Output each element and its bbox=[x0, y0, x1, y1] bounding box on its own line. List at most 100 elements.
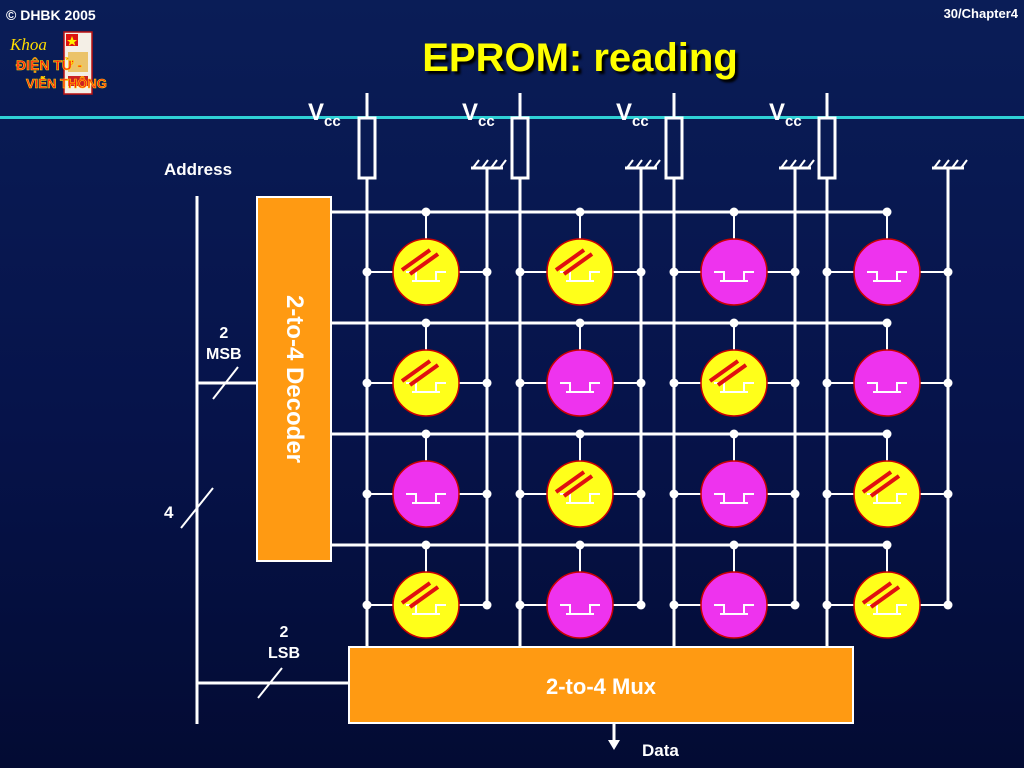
pullup-resistor-4 bbox=[817, 116, 837, 180]
memory-cell-r4-c4 bbox=[853, 571, 921, 639]
wiring bbox=[180, 196, 616, 742]
transistor-channel-r2-c4 bbox=[867, 382, 907, 393]
junction-ground-r3-c1 bbox=[482, 489, 492, 499]
msb-bus-slash bbox=[212, 366, 239, 400]
junction-bit-r4-c4 bbox=[822, 600, 832, 610]
pullup-resistor-2 bbox=[510, 116, 530, 180]
transistor-channel-r4-c2 bbox=[560, 604, 600, 615]
junction-bit-r3-c4 bbox=[822, 489, 832, 499]
memory-cell-r3-c1 bbox=[392, 460, 460, 528]
floating-gate-mark-b-r2-c3 bbox=[716, 363, 748, 387]
junction-bit-r1-c1 bbox=[362, 267, 372, 277]
floating-gate-mark-a-r2-c3 bbox=[708, 359, 740, 383]
junction-word-r4-c2 bbox=[575, 540, 585, 550]
junction-ground-r1-c2 bbox=[636, 267, 646, 277]
memory-cell-r4-c1 bbox=[392, 571, 460, 639]
floating-gate-mark-b-r2-c1 bbox=[408, 363, 440, 387]
floating-gate-mark-a-r3-c4 bbox=[861, 470, 893, 494]
junction-word-r3-c1 bbox=[421, 429, 431, 439]
ground-hatch-3-2 bbox=[789, 159, 797, 169]
page-reference: 30/Chapter4 bbox=[943, 6, 1018, 21]
memory-cell-r2-c4 bbox=[853, 349, 921, 417]
ground-hatch-2-4 bbox=[653, 159, 661, 169]
memory-array bbox=[332, 93, 968, 646]
ground-hatch-1-4 bbox=[499, 159, 507, 169]
memory-cell-r1-c2 bbox=[546, 238, 614, 306]
junction-bit-r4-c2 bbox=[515, 600, 525, 610]
junction-ground-r3-c3 bbox=[790, 489, 800, 499]
pullup-resistor-1 bbox=[357, 116, 377, 180]
junction-ground-r4-c2 bbox=[636, 600, 646, 610]
ground-hatch-4-2 bbox=[942, 159, 950, 169]
junction-word-r1-c1 bbox=[421, 207, 431, 217]
transistor-channel-r2-c2 bbox=[560, 382, 600, 393]
junction-word-r1-c3 bbox=[729, 207, 739, 217]
decoder-label: 2-to-4 Decoder bbox=[281, 294, 308, 464]
junction-word-r4-c3 bbox=[729, 540, 739, 550]
junction-ground-r2-c1 bbox=[482, 378, 492, 388]
row-decoder-block: 2-to-4 Decoder bbox=[256, 196, 332, 562]
floating-gate-mark-a-r4-c1 bbox=[400, 581, 432, 605]
junction-word-r2-c1 bbox=[421, 318, 431, 328]
msb-text: MSB bbox=[206, 346, 242, 363]
msb-label: 2 MSB bbox=[206, 323, 242, 365]
floating-gate-mark-a-r1-c2 bbox=[554, 248, 586, 272]
junction-bit-r3-c1 bbox=[362, 489, 372, 499]
floating-gate-mark-b-r3-c4 bbox=[869, 474, 901, 498]
transistor-channel-r3-c3 bbox=[714, 493, 754, 504]
junction-bit-r3-c2 bbox=[515, 489, 525, 499]
junction-ground-r1-c4 bbox=[943, 267, 953, 277]
page-title: EPROM: reading bbox=[422, 36, 738, 80]
vcc-label-col-4: Vcc bbox=[769, 99, 802, 130]
ground-hatch-3-1 bbox=[780, 159, 788, 169]
junction-bit-r1-c3 bbox=[669, 267, 679, 277]
junction-bit-r2-c4 bbox=[822, 378, 832, 388]
transistor-channel-r1-c3 bbox=[714, 271, 754, 282]
junction-bit-r4-c3 bbox=[669, 600, 679, 610]
copyright-text: © DHBK 2005 bbox=[6, 7, 96, 23]
memory-cell-r2-c3 bbox=[700, 349, 768, 417]
lsb-text: LSB bbox=[268, 645, 300, 662]
junction-bit-r2-c2 bbox=[515, 378, 525, 388]
floating-gate-mark-b-r4-c1 bbox=[408, 585, 440, 609]
junction-bit-r1-c4 bbox=[822, 267, 832, 277]
transistor-channel-r4-c3 bbox=[714, 604, 754, 615]
junction-word-r1-c2 bbox=[575, 207, 585, 217]
logo-text-vien-thong: VIỄN THÔNG bbox=[26, 76, 107, 91]
transistor-channel-r1-c4 bbox=[867, 271, 907, 282]
junction-ground-r1-c1 bbox=[482, 267, 492, 277]
memory-cell-r1-c3 bbox=[700, 238, 768, 306]
junction-ground-r2-c4 bbox=[943, 378, 953, 388]
junction-word-r4-c1 bbox=[421, 540, 431, 550]
mux-label: 2-to-4 Mux bbox=[546, 674, 656, 699]
vcc-label-col-3: Vcc bbox=[616, 99, 649, 130]
lsb-count: 2 bbox=[279, 624, 289, 641]
junction-word-r1-c4 bbox=[882, 207, 892, 217]
bus-width-label: 4 bbox=[164, 503, 174, 522]
ground-hatch-2-2 bbox=[635, 159, 643, 169]
memory-cell-r3-c3 bbox=[700, 460, 768, 528]
address-bus-slash bbox=[180, 487, 214, 529]
floating-gate-mark-a-r1-c1 bbox=[400, 248, 432, 272]
memory-cell-r4-c3 bbox=[700, 571, 768, 639]
column-mux-block: 2-to-4 Mux bbox=[348, 646, 854, 724]
junction-ground-r4-c3 bbox=[790, 600, 800, 610]
junction-word-r3-c2 bbox=[575, 429, 585, 439]
junction-word-r2-c3 bbox=[729, 318, 739, 328]
junction-word-r4-c4 bbox=[882, 540, 892, 550]
address-label: Address bbox=[164, 160, 233, 179]
junction-ground-r3-c4 bbox=[943, 489, 953, 499]
data-output-arrow bbox=[608, 740, 620, 750]
junction-ground-r1-c3 bbox=[790, 267, 800, 277]
ground-hatch-3-3 bbox=[798, 159, 806, 169]
data-label: Data bbox=[642, 741, 679, 760]
logo-text-khoa: Khoa bbox=[9, 35, 47, 54]
junction-word-r2-c4 bbox=[882, 318, 892, 328]
memory-cell-r4-c2 bbox=[546, 571, 614, 639]
ground-hatch-4-4 bbox=[960, 159, 968, 169]
lsb-bus-slash bbox=[257, 667, 283, 699]
logo-text-dien-tu: ĐIỆN TỬ - bbox=[16, 56, 82, 73]
memory-cell-r1-c4 bbox=[853, 238, 921, 306]
junction-ground-r4-c4 bbox=[943, 600, 953, 610]
memory-cell-r3-c2 bbox=[546, 460, 614, 528]
